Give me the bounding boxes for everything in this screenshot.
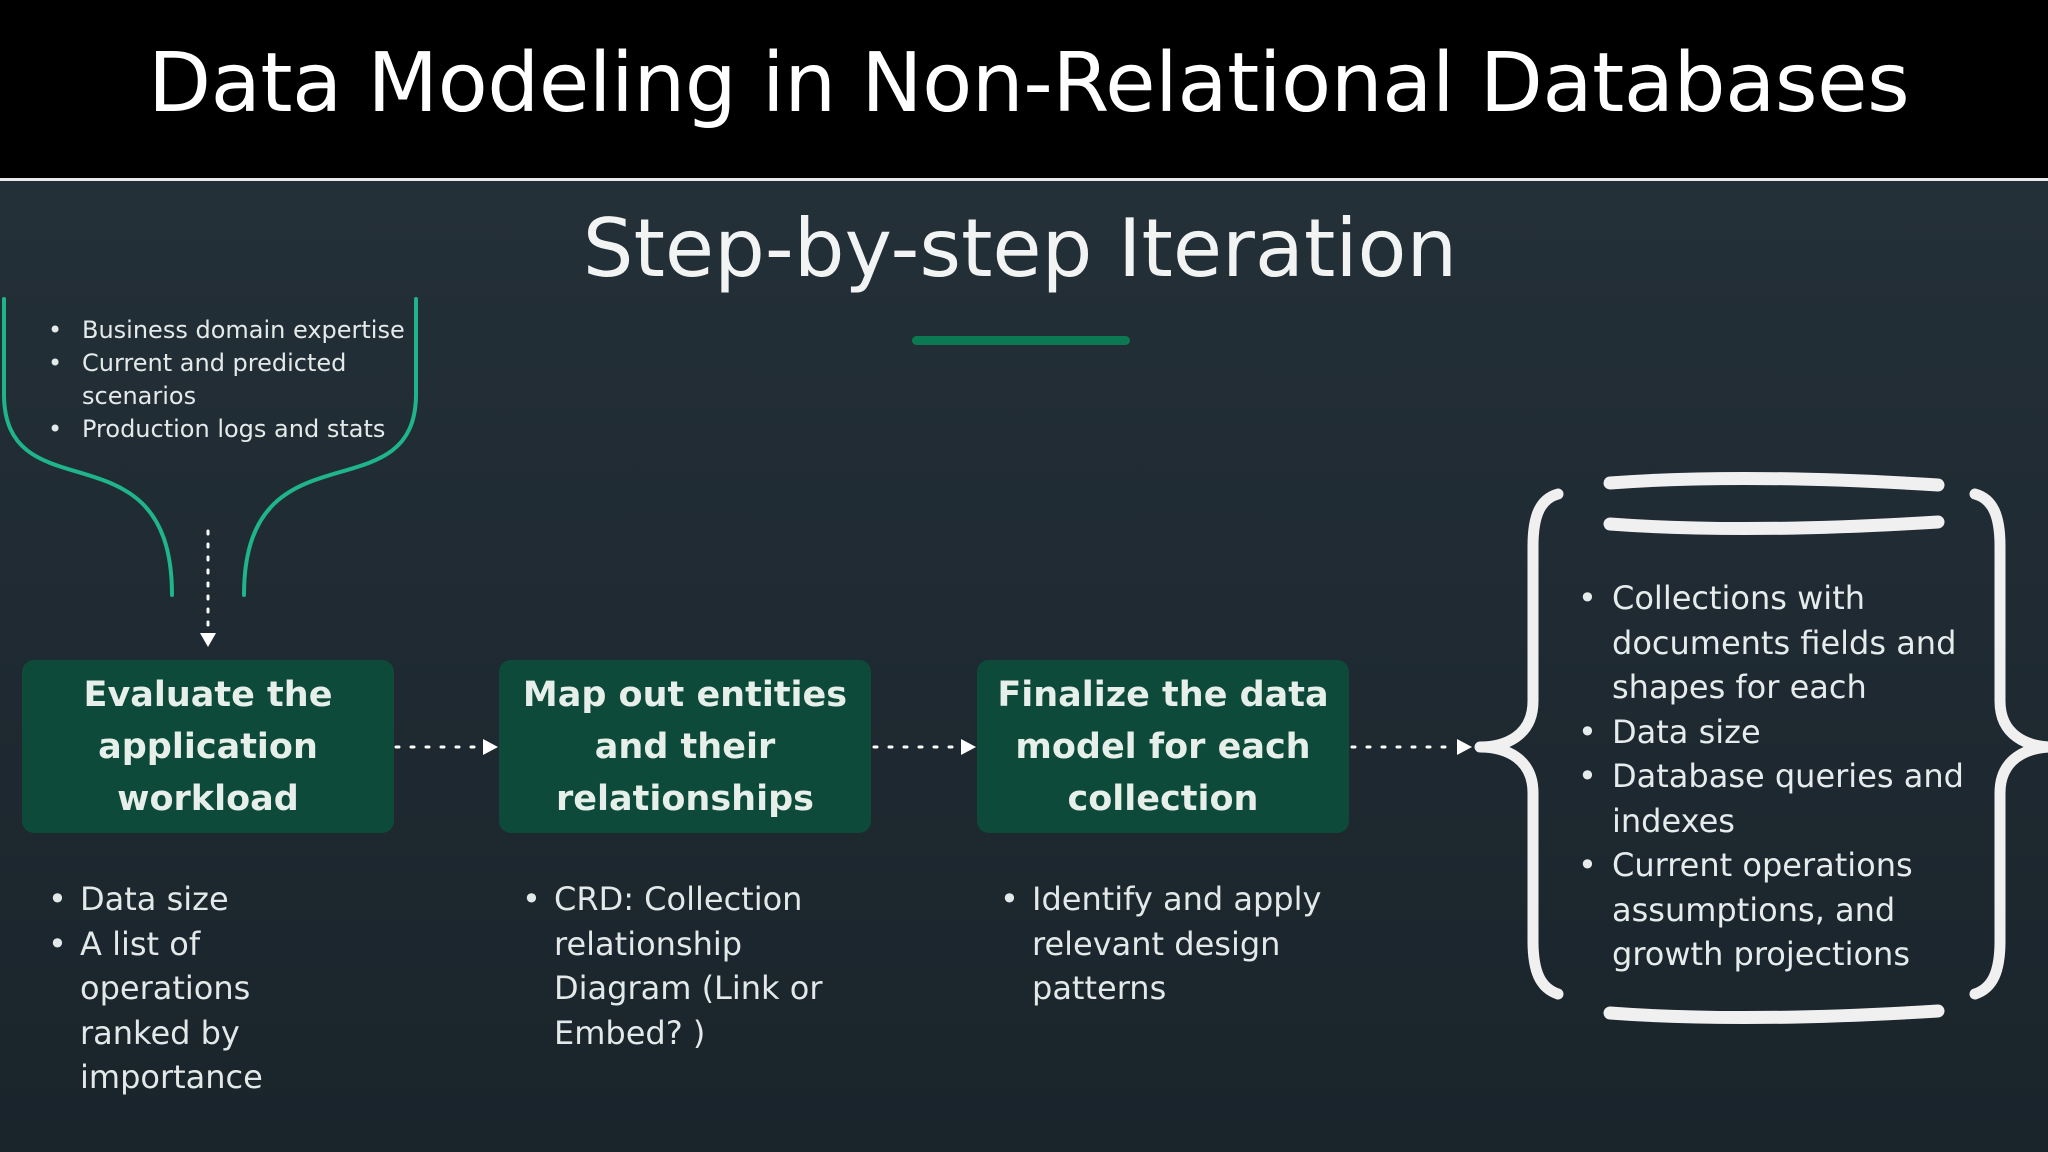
slide-subtitle: Step-by-step Iteration bbox=[582, 202, 1458, 295]
bullet-icon: • bbox=[1578, 712, 1597, 751]
slide-body: Step-by-step Iteration bbox=[0, 181, 2048, 1152]
list-item-text: Database queries and indexes bbox=[1612, 757, 1964, 840]
bullet-icon: • bbox=[48, 349, 63, 377]
step-label: Map out entities and their relationships bbox=[522, 674, 848, 819]
database-cylinder-icon bbox=[1474, 471, 2048, 1025]
funnel-left-icon bbox=[1, 297, 174, 597]
bullet-icon: • bbox=[1578, 579, 1597, 617]
funnel-right-icon bbox=[242, 297, 418, 597]
arrow-3-head-icon bbox=[1457, 739, 1472, 755]
list-item: • Identify and apply relevant design patt… bbox=[994, 877, 1324, 1011]
data-model-result-list: • Collections with documents fields and s… bbox=[1572, 576, 1992, 977]
list-item-text: Current and predicted scenarios bbox=[82, 349, 347, 410]
arrow-down-head-icon bbox=[200, 633, 216, 647]
bullet-icon: • bbox=[48, 880, 67, 918]
list-item: • CRD: Collection relationship Diagram (L… bbox=[516, 877, 846, 1055]
step-3-outputs-list: • Identify and apply relevant design patt… bbox=[994, 877, 1324, 1011]
arrow-2-head-icon bbox=[961, 739, 976, 755]
list-item: • Production logs and stats bbox=[42, 413, 412, 446]
list-item: • Data size bbox=[42, 877, 282, 922]
list-item: • Database queries and indexes bbox=[1572, 754, 1992, 843]
list-item-text: Identify and apply relevant design patte… bbox=[1032, 880, 1322, 1007]
list-item-text: Data size bbox=[80, 880, 229, 918]
subtitle-accent-bar bbox=[912, 336, 1130, 345]
list-item: • Current and predicted scenarios bbox=[42, 347, 412, 413]
page-title: Data Modeling in Non-Relational Database… bbox=[148, 36, 1910, 131]
list-item-text: Business domain expertise bbox=[82, 316, 405, 344]
diagram-connectors bbox=[1, 297, 2048, 1025]
list-item: • Business domain expertise bbox=[42, 314, 412, 347]
list-item-text: Data size bbox=[1612, 712, 1761, 751]
step-1-outputs-list: • Data size • A list of operations ranked … bbox=[42, 877, 282, 1100]
bullet-icon: • bbox=[48, 415, 63, 443]
step-box-evaluate-workload: Evaluate the application workload bbox=[22, 660, 394, 833]
step-label: Evaluate the application workload bbox=[83, 674, 333, 819]
bullet-icon: • bbox=[1578, 846, 1597, 884]
list-item-text: Production logs and stats bbox=[82, 415, 386, 443]
title-divider bbox=[0, 178, 2048, 181]
list-item-text: Current operations assumptions, and grow… bbox=[1612, 846, 1913, 973]
list-item-text: CRD: Collection relationship Diagram (Li… bbox=[554, 880, 823, 1052]
list-item: • A list of operations ranked by importan… bbox=[42, 922, 282, 1100]
step-box-finalize-model: Finalize the data model for each collect… bbox=[977, 660, 1349, 833]
step-box-map-entities: Map out entities and their relationships bbox=[499, 660, 871, 833]
bullet-icon: • bbox=[48, 924, 67, 963]
list-item-text: Collections with documents fields and sh… bbox=[1612, 579, 1957, 706]
list-item: • Current operations assumptions, and gro… bbox=[1572, 843, 1992, 977]
list-item-text: A list of operations ranked by importanc… bbox=[80, 924, 263, 1097]
bullet-icon: • bbox=[48, 316, 63, 344]
arrow-1-head-icon bbox=[483, 739, 498, 755]
step-label: Finalize the data model for each collect… bbox=[997, 674, 1329, 819]
workload-inputs-list: • Business domain expertise • Current and … bbox=[42, 314, 412, 446]
bullet-icon: • bbox=[1000, 880, 1019, 918]
bullet-icon: • bbox=[522, 880, 541, 918]
list-item: • Data size bbox=[1572, 710, 1992, 755]
list-item: • Collections with documents fields and s… bbox=[1572, 576, 1992, 710]
step-2-outputs-list: • CRD: Collection relationship Diagram (L… bbox=[516, 877, 846, 1055]
title-bar: Data Modeling in Non-Relational Database… bbox=[0, 0, 2048, 178]
bullet-icon: • bbox=[1578, 757, 1597, 795]
